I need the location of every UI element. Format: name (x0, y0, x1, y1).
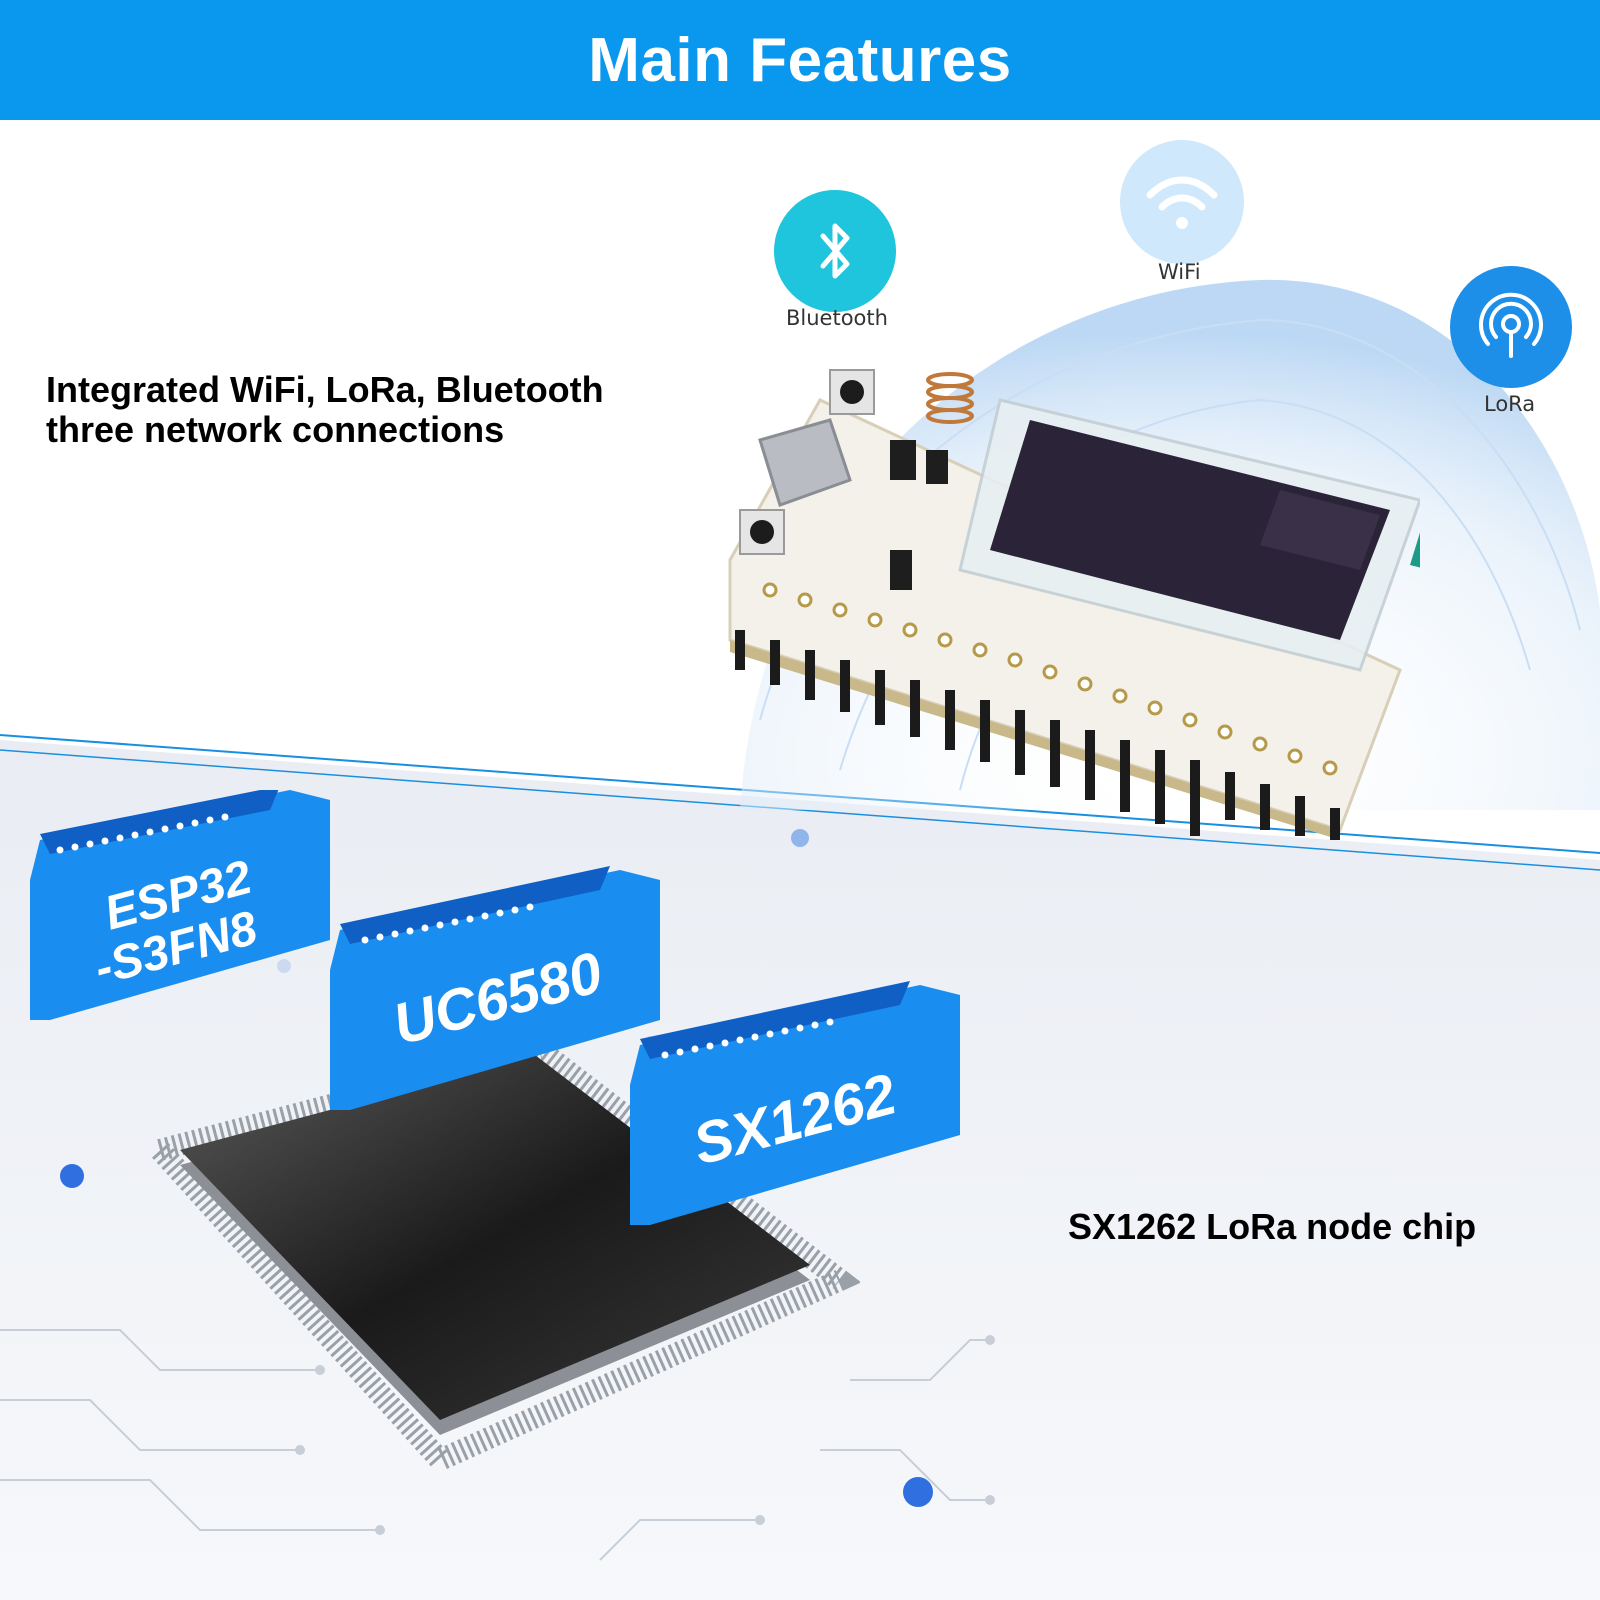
feature-network-line1: Integrated WiFi, LoRa, Bluetooth (46, 369, 604, 410)
bluetooth-badge (774, 190, 896, 312)
chip-tag-esp32: ESP32 -S3FN8 (30, 790, 330, 1020)
feature-network-line2: three network connections (46, 409, 505, 450)
feature-lora-chip-text: SX1262 LoRa node chip (1068, 1206, 1477, 1247)
bluetooth-label: Bluetooth (786, 306, 888, 330)
chip-tag-sx1262: SX1262 (630, 981, 960, 1225)
wifi-badge (1120, 140, 1244, 264)
lora-dev-board (728, 369, 1420, 840)
chip-tag-uc6580: UC6580 (330, 866, 660, 1110)
wifi-label: WiFi (1158, 260, 1201, 284)
lora-antenna-icon (1479, 292, 1543, 358)
bluetooth-icon (820, 223, 850, 279)
wifi-icon (1146, 176, 1218, 229)
header-banner: Main Features (0, 0, 1600, 120)
page-title: Main Features (588, 25, 1012, 95)
feature-network-text: Integrated WiFi, LoRa, Bluetooth three n… (46, 370, 604, 450)
lora-badge (1450, 266, 1572, 388)
lora-label: LoRa (1484, 392, 1536, 416)
